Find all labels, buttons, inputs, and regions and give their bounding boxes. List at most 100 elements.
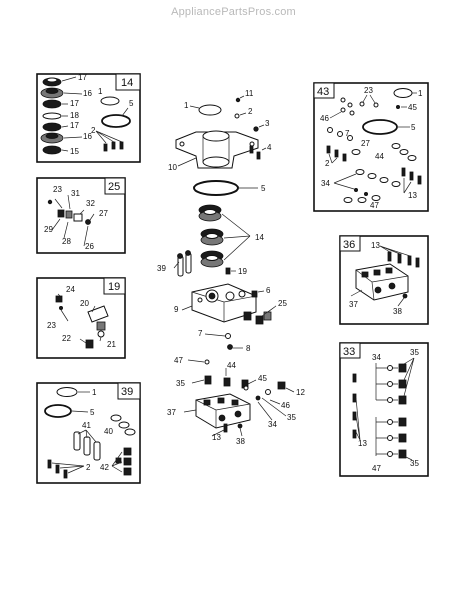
kit36-label-13: 13 bbox=[371, 241, 380, 250]
center-label-35: 35 bbox=[176, 379, 185, 388]
center-label-8: 8 bbox=[246, 344, 251, 353]
kit-14-frame bbox=[36, 73, 141, 163]
screw-icon bbox=[326, 145, 347, 162]
pump-housing-icon bbox=[175, 130, 259, 169]
kit-36-frame bbox=[339, 235, 429, 325]
kit43-label-34: 34 bbox=[321, 179, 330, 188]
kit43-label-7: 7 bbox=[345, 129, 350, 138]
kit14-label-17b: 17 bbox=[70, 99, 79, 108]
kit39-label-2: 2 bbox=[86, 463, 91, 472]
kit19-label-20: 20 bbox=[80, 299, 89, 308]
seal-stack-icon bbox=[40, 77, 64, 155]
valve-spring-icon bbox=[387, 363, 407, 405]
ring-icon bbox=[351, 143, 417, 161]
kit33-label-35a: 35 bbox=[410, 348, 419, 357]
center-label-4: 4 bbox=[267, 143, 272, 152]
kit19-label-23: 23 bbox=[47, 321, 56, 330]
kit39-label-1: 1 bbox=[92, 388, 97, 397]
kit14-label-17a: 17 bbox=[78, 73, 87, 82]
center-label-5: 5 bbox=[261, 184, 266, 193]
kit43-label-1: 1 bbox=[418, 89, 423, 98]
kit33-label-34: 34 bbox=[372, 353, 381, 362]
kit43-label-27: 27 bbox=[361, 139, 370, 148]
kit-39-number: 39 bbox=[121, 386, 133, 398]
center-label-12: 12 bbox=[296, 388, 305, 397]
kit43-label-13: 13 bbox=[408, 191, 417, 200]
kit43-label-45: 45 bbox=[408, 103, 417, 112]
kit-33-number: 33 bbox=[343, 346, 355, 358]
kit-43-number-box bbox=[313, 82, 335, 99]
kit-33-panel: 33 34 35 13 47 35 bbox=[339, 342, 429, 477]
kit43-label-2: 2 bbox=[325, 159, 330, 168]
washer-icon bbox=[340, 97, 355, 116]
bolt-icon bbox=[223, 423, 228, 433]
seal-ring-icon bbox=[110, 414, 136, 436]
kit14-label-2: 2 bbox=[91, 126, 96, 135]
kit14-label-18: 18 bbox=[70, 111, 79, 120]
center-label-14: 14 bbox=[255, 233, 264, 242]
kit-39-number-box bbox=[117, 382, 141, 400]
kit25-label-28: 28 bbox=[62, 237, 71, 246]
center-label-13: 13 bbox=[212, 433, 221, 442]
kit-19-number-box bbox=[103, 277, 126, 295]
kit43-label-46: 46 bbox=[320, 114, 329, 123]
kit33-label-47: 47 bbox=[372, 464, 381, 473]
o-ring-icon bbox=[101, 114, 131, 128]
o-ring-icon bbox=[193, 180, 239, 196]
center-label-19: 19 bbox=[238, 267, 247, 276]
spring-icon bbox=[204, 375, 249, 389]
kit14-label-15: 15 bbox=[70, 147, 79, 156]
kit25-label-31: 31 bbox=[71, 189, 80, 198]
kit-14-number-box bbox=[115, 73, 141, 91]
cap-icon bbox=[198, 104, 222, 116]
kit25-label-32: 32 bbox=[86, 199, 95, 208]
washer-icon bbox=[353, 169, 401, 196]
o-ring-icon bbox=[362, 119, 398, 135]
kit33-label-35b: 35 bbox=[410, 459, 419, 468]
check-valve-icon bbox=[243, 311, 272, 325]
main-assembly: 1 11 2 10 3 4 5 bbox=[157, 89, 305, 446]
kit-43-number: 43 bbox=[317, 86, 329, 98]
valve-head-icon bbox=[195, 393, 251, 429]
center-label-7: 7 bbox=[198, 329, 203, 338]
check-valve-icon bbox=[57, 209, 91, 225]
center-label-25: 25 bbox=[278, 299, 287, 308]
kit14-label-16a: 16 bbox=[83, 89, 92, 98]
o-ring-small-icon bbox=[343, 195, 381, 203]
watermark: AppliancePartsPros.com bbox=[171, 6, 296, 18]
bolt-icon bbox=[387, 251, 420, 268]
cap-icon bbox=[393, 88, 413, 98]
kit-19-frame bbox=[36, 277, 126, 359]
kit25-label-23: 23 bbox=[53, 185, 62, 194]
center-label-2: 2 bbox=[248, 107, 253, 116]
screw-icon bbox=[103, 141, 124, 152]
kit-33-number-box bbox=[339, 342, 361, 359]
kit43-label-47: 47 bbox=[370, 201, 379, 210]
spring-icon bbox=[115, 447, 132, 476]
valve-spring-icon bbox=[387, 417, 407, 459]
kit-33-frame bbox=[339, 342, 429, 477]
kit33-label-13: 13 bbox=[358, 439, 367, 448]
kit-36-number-box bbox=[339, 235, 361, 252]
manifold-body-icon bbox=[191, 283, 257, 323]
cap-icon bbox=[100, 96, 120, 106]
center-label-38: 38 bbox=[236, 437, 245, 446]
kit14-label-1: 1 bbox=[98, 87, 103, 96]
kit14-label-16b: 16 bbox=[83, 132, 92, 141]
kit39-label-5: 5 bbox=[90, 408, 95, 417]
center-label-46: 46 bbox=[281, 401, 290, 410]
ball-icon bbox=[47, 199, 53, 205]
kit-39-panel: 39 1 5 41 40 2 bbox=[36, 382, 141, 484]
kit19-label-24: 24 bbox=[66, 285, 75, 294]
kit36-label-37: 37 bbox=[349, 300, 358, 309]
center-label-39: 39 bbox=[157, 264, 166, 273]
kit-25-frame bbox=[36, 177, 126, 254]
bolt-icon bbox=[401, 167, 422, 185]
center-label-9: 9 bbox=[174, 305, 179, 314]
piston-icon bbox=[177, 250, 192, 277]
screw-icon bbox=[47, 459, 68, 479]
center-label-45: 45 bbox=[258, 374, 267, 383]
kit43-label-23: 23 bbox=[364, 86, 373, 95]
kit39-label-40: 40 bbox=[104, 427, 113, 436]
